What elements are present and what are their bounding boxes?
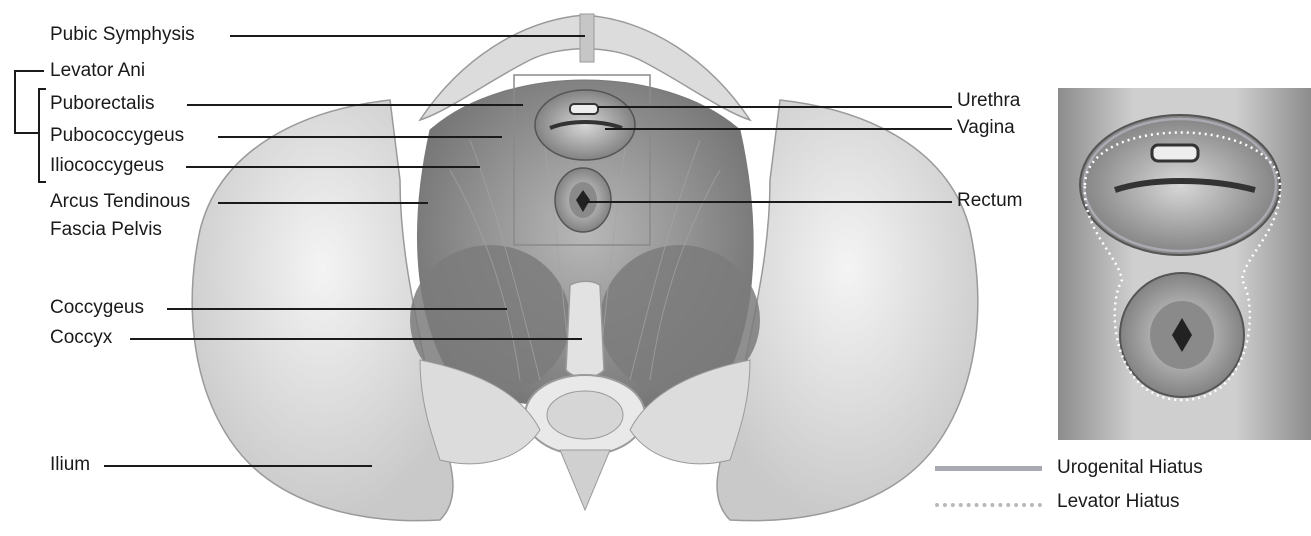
label-levator-ani: Levator Ani	[50, 60, 145, 82]
urethra-shape	[570, 104, 598, 114]
label-coccyx: Coccyx	[50, 327, 112, 349]
label-rectum: Rectum	[957, 190, 1022, 212]
vagina-shape	[535, 90, 635, 160]
inset-urethra	[1152, 145, 1198, 161]
inset-vagina	[1080, 115, 1280, 255]
leader-rectum	[586, 201, 952, 203]
leader-puborectalis	[187, 104, 523, 106]
label-vagina: Vagina	[957, 117, 1015, 139]
label-arcus-line1: Arcus Tendinous	[50, 191, 190, 213]
leader-vagina	[605, 128, 952, 130]
bracket-outer	[14, 70, 16, 133]
legend-levator-label: Levator Hiatus	[1057, 491, 1180, 513]
legend-urogenital-label: Urogenital Hiatus	[1057, 457, 1203, 479]
bracket-inner-bottom	[38, 181, 46, 183]
leader-arcus	[218, 202, 428, 204]
label-arcus-line2: Fascia Pelvis	[50, 219, 162, 241]
bracket-outer-bottom	[14, 132, 38, 134]
bracket-outer-top	[14, 70, 44, 72]
coccyx-bone	[566, 281, 604, 377]
leader-pubic-symphysis	[230, 35, 585, 37]
legend-levator-swatch	[935, 503, 1042, 507]
leader-coccygeus	[167, 308, 507, 310]
legend-urogenital-swatch	[935, 466, 1042, 471]
label-urethra: Urethra	[957, 90, 1020, 112]
leader-coccyx	[130, 338, 582, 340]
label-iliococcygeus: Iliococcygeus	[50, 155, 164, 177]
pubic-symphysis	[580, 14, 594, 62]
label-ilium: Ilium	[50, 454, 90, 476]
label-puborectalis: Puborectalis	[50, 93, 155, 115]
label-pubic-symphysis: Pubic Symphysis	[50, 24, 195, 46]
leader-ilium	[104, 465, 372, 467]
label-coccygeus: Coccygeus	[50, 297, 144, 319]
leader-iliococcygeus	[186, 166, 480, 168]
leader-pubococcygeus	[218, 136, 502, 138]
bracket-inner	[38, 88, 40, 183]
leader-urethra	[598, 106, 952, 108]
label-pubococcygeus: Pubococcygeus	[50, 125, 184, 147]
